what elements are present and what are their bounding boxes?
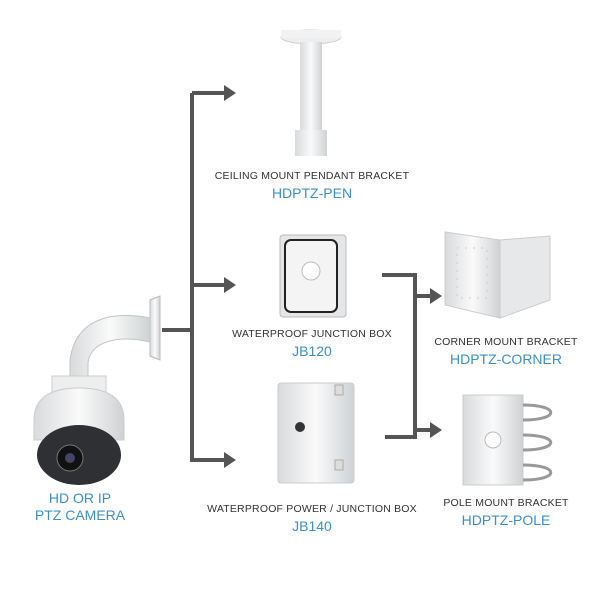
product-name: CORNER MOUNT BRACKET: [434, 336, 578, 348]
product-name: POLE MOUNT BRACKET: [443, 497, 569, 509]
jb140-image: [277, 382, 355, 484]
product-code: HDPTZ-POLE: [461, 512, 551, 528]
jb120-image: [279, 234, 347, 318]
product-code: HDPTZ-PEN: [271, 185, 353, 201]
product-code: HDPTZ-CORNER: [450, 351, 562, 367]
product-name: WATERPROOF JUNCTION BOX: [232, 328, 392, 340]
arrowheads: [224, 85, 442, 468]
product-code: JB140: [292, 518, 332, 534]
arrow-icon: [430, 288, 442, 304]
corner-bracket-image: [444, 231, 551, 319]
arrow-icon: [224, 277, 236, 293]
camera-label-line1: HD OR IP: [48, 490, 112, 506]
arrow-icon: [430, 422, 442, 438]
camera-label-line2: PTZ CAMERA: [34, 507, 126, 523]
pendant-bracket-image: [280, 29, 342, 156]
ptz-camera-image: [33, 295, 161, 485]
product-code: JB120: [292, 343, 332, 359]
pole-bracket-image: [462, 394, 553, 486]
arrow-icon: [224, 452, 236, 468]
product-name: WATERPROOF POWER / JUNCTION BOX: [207, 503, 417, 515]
product-name: CEILING MOUNT PENDANT BRACKET: [214, 170, 410, 182]
camera-label: HD OR IP PTZ CAMERA: [0, 490, 160, 524]
arrow-icon: [224, 85, 236, 101]
